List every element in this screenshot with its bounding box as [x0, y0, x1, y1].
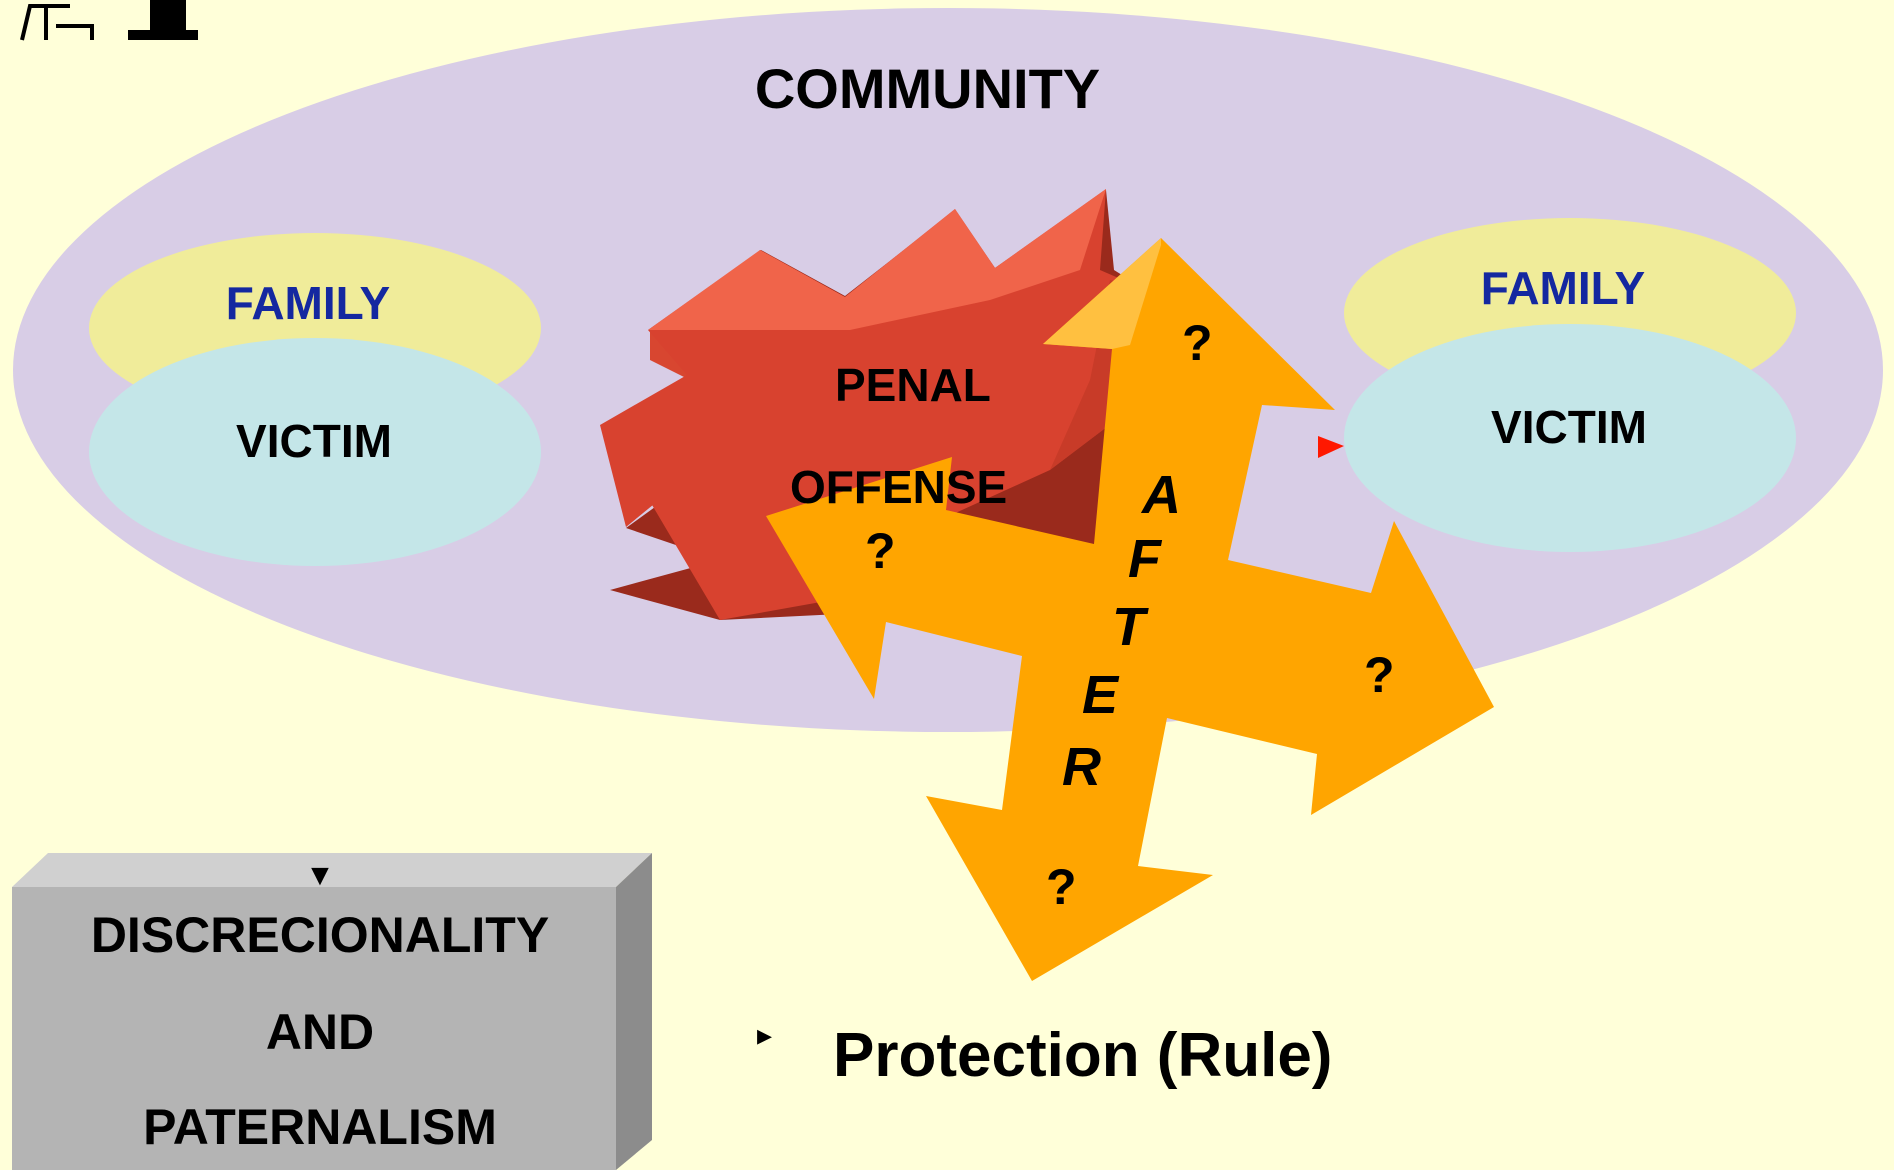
- right-victim-label: VICTIM: [1491, 401, 1647, 453]
- question-left: ?: [865, 523, 896, 579]
- after-letter-f: F: [1128, 529, 1161, 589]
- left-family-label: FAMILY: [225, 277, 391, 329]
- right-victim-ellipse: [1344, 324, 1796, 552]
- after-cross-arrow: [766, 238, 1494, 981]
- red-pointer-icon: [1318, 436, 1344, 458]
- after-letter-t: T: [1112, 597, 1145, 657]
- protection-rule-text: Protection (Rule): [833, 1021, 1333, 1090]
- bullet-marker-icon: ▸: [757, 1019, 773, 1052]
- left-victim-label: VICTIM: [236, 415, 392, 467]
- box-line3: PATERNALISM: [143, 1099, 497, 1155]
- community-label: COMMUNITY: [754, 57, 1101, 120]
- box-line1: DISCRECIONALITY: [90, 907, 550, 963]
- offense-line2-clip: OFFENSE: [790, 470, 1040, 508]
- right-family-label: FAMILY: [1480, 262, 1646, 314]
- after-letter-a: A: [1142, 465, 1181, 525]
- offense-line1: PENAL: [835, 359, 991, 411]
- penal-offense-starburst: [600, 189, 1130, 620]
- question-top: ?: [1182, 315, 1213, 371]
- discrecionality-box: [12, 853, 652, 1170]
- after-letter-e: E: [1082, 665, 1119, 725]
- question-right: ?: [1364, 647, 1395, 703]
- box-marker-icon: ▼: [305, 859, 335, 892]
- box-line2: AND: [265, 1004, 375, 1060]
- after-letter-r: R: [1062, 737, 1101, 797]
- question-bottom: ?: [1046, 859, 1077, 915]
- left-victim-ellipse: [89, 338, 541, 566]
- offense-line2: OFFENSE: [790, 470, 1008, 508]
- corner-logo-icon: [20, 0, 198, 41]
